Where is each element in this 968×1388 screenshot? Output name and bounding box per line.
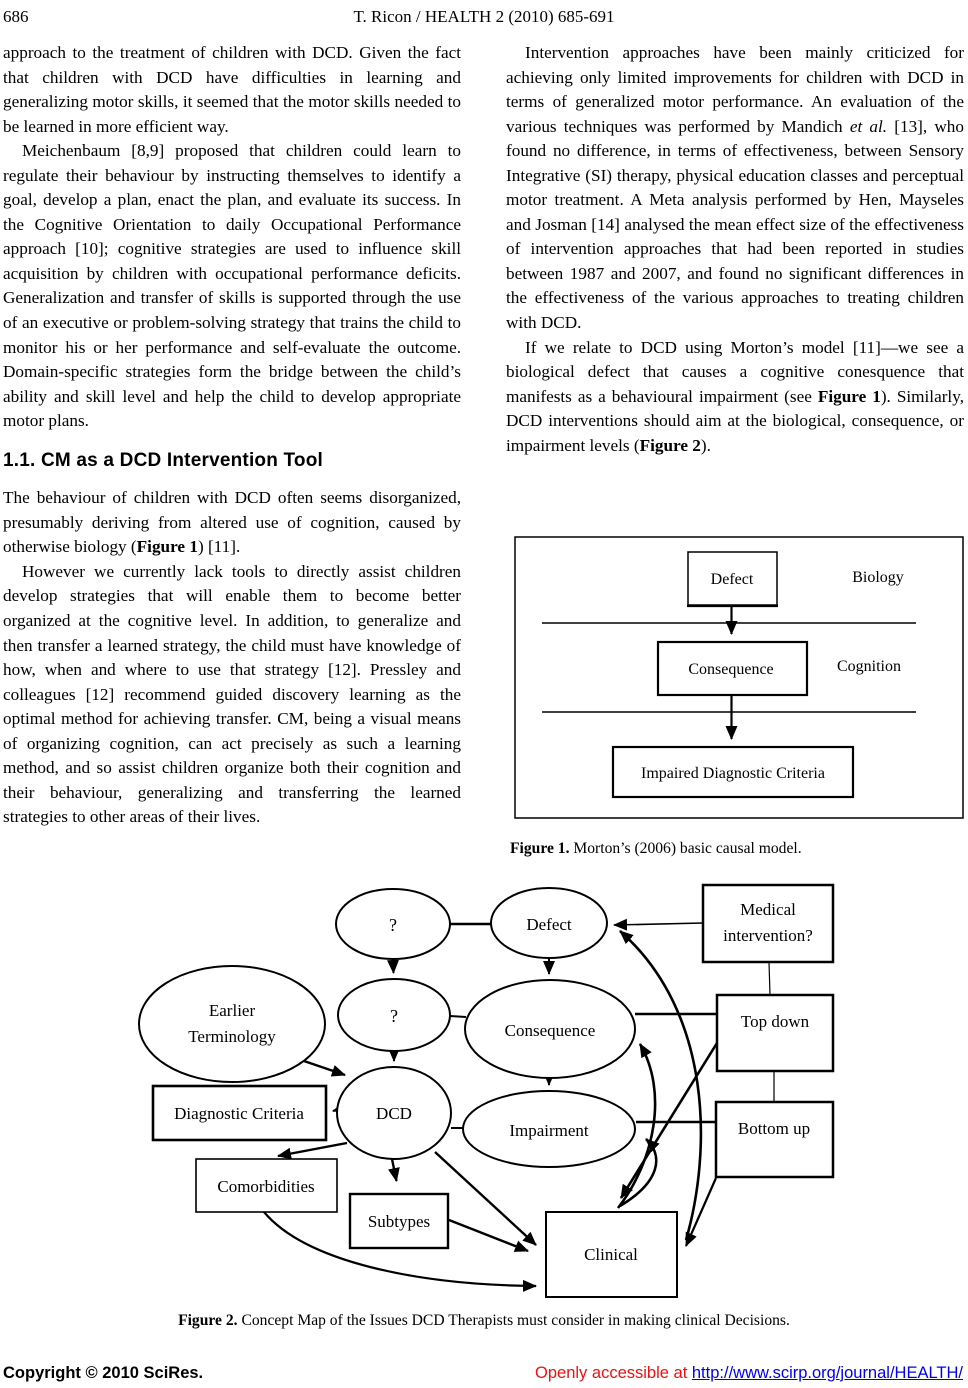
access-statement: Openly accessible at http://www.scirp.or…: [535, 1364, 963, 1383]
svg-text:?: ?: [389, 915, 397, 935]
svg-text:Consequence: Consequence: [505, 1021, 596, 1040]
edge-clinical-defect: [619, 930, 703, 1241]
edge-dcd-comorbidities: [277, 1141, 348, 1160]
text-run: ) [11].: [197, 537, 241, 557]
svg-text:Diagnostic Criteria: Diagnostic Criteria: [174, 1104, 304, 1123]
right-column: Intervention approaches have been mainly…: [506, 41, 964, 458]
fig1-node-impaired-diagnostic-criteria: Impaired Diagnostic Criteria: [611, 745, 855, 799]
text-run: However we currently lack tools to direc…: [3, 561, 461, 827]
figure2-caption-label: Figure 2.: [178, 1312, 238, 1329]
edge-dcd-subtypes: [388, 1158, 400, 1182]
svg-text:?: ?: [390, 1006, 398, 1026]
figure2-caption-text: Concept Map of the Issues DCD Therapists…: [237, 1312, 790, 1329]
fig2-node-consequence: Consequence: [464, 979, 636, 1079]
bold-text: Figure 1: [136, 537, 198, 557]
text-run: The behaviour of children with DCD often…: [3, 488, 461, 557]
edge-q1-q2: [387, 958, 400, 974]
paragraph: The behaviour of children with DCD often…: [3, 486, 461, 560]
svg-text:Defect: Defect: [526, 915, 572, 934]
figure1-caption-text: Morton’s (2006) basic causal model.: [569, 840, 802, 857]
edge-bottomup-clinical: [684, 1177, 718, 1247]
text-run: ).: [700, 435, 711, 455]
svg-text:Impairment: Impairment: [509, 1121, 589, 1140]
edge-medical-defect: [613, 918, 704, 931]
journal-url-link[interactable]: http://www.scirp.org/journal/HEALTH/: [691, 1364, 963, 1382]
text-run: If we relate to DCD using Morton’s model…: [506, 337, 964, 406]
copyright-notice: Copyright © 2010 SciRes.: [3, 1364, 204, 1382]
bold-text: Figure 2: [639, 435, 701, 455]
edge-clinical-consequence: [616, 1043, 657, 1209]
access-prefix: Openly accessible at: [535, 1364, 692, 1382]
fig1-outer-box: [514, 536, 964, 819]
svg-text:Comorbidities: Comorbidities: [217, 1177, 314, 1196]
text-run: Meichenbaum [8,9] proposed that children…: [3, 141, 461, 431]
edge-earlier-dcd: [300, 1058, 346, 1077]
edge-dcd-clinical: [434, 1151, 537, 1246]
svg-text:Clinical: Clinical: [584, 1245, 638, 1264]
edge-clinical-impairment: [619, 1138, 660, 1208]
fig2-node-comorbidities: Comorbidities: [195, 1158, 338, 1213]
svg-text:Top down: Top down: [741, 1012, 810, 1031]
fig2-node-diagnostic-criteria: Diagnostic Criteria: [151, 1084, 328, 1142]
svg-text:Impaired Diagnostic Criteria: Impaired Diagnostic Criteria: [641, 765, 825, 782]
fig2-node-q2: ?: [337, 978, 451, 1052]
fig1-node-consequence: Consequence: [656, 640, 809, 697]
text-run: [13], who found no difference, in terms …: [506, 116, 964, 333]
fig2-node-medical-intervention: Medical intervention?: [701, 883, 835, 964]
fig2-node-earlier-terminology: Earlier Terminology: [138, 965, 326, 1083]
paragraph: Intervention approaches have been mainly…: [506, 41, 964, 336]
page-header: 686 T. Ricon / HEALTH 2 (2010) 685-691: [0, 7, 968, 31]
fig2-node-bottom-up: Bottom up: [714, 1100, 835, 1179]
svg-text:Bottom up: Bottom up: [738, 1119, 810, 1138]
figure1-caption: Figure 1. Morton’s (2006) basic causal m…: [510, 840, 802, 858]
figure1-caption-label: Figure 1.: [510, 840, 570, 857]
left-column: approach to the treatment of children wi…: [3, 41, 461, 830]
figure2-concept-map: ? Defect Medical intervention? Earlier T…: [138, 883, 835, 1298]
fig1-label-cognition: Cognition: [837, 658, 901, 675]
edge-q2-consequence: [449, 1015, 467, 1018]
edge-topdown-clinical: [619, 1042, 719, 1199]
paragraph: If we relate to DCD using Morton’s model…: [506, 336, 964, 459]
paragraph: Meichenbaum [8,9] proposed that children…: [3, 139, 461, 434]
fig1-label-biology: Biology: [852, 569, 904, 586]
fig2-node-top-down: Top down: [715, 993, 835, 1073]
paragraph: approach to the treatment of children wi…: [3, 41, 461, 139]
svg-text:Terminology: Terminology: [188, 1027, 276, 1046]
fig1-node-defect: Defect: [687, 551, 778, 608]
fig2-node-defect: Defect: [490, 887, 608, 959]
page-number: 686: [3, 7, 29, 26]
paragraph: However we currently lack tools to direc…: [3, 560, 461, 830]
bold-text: Figure 1: [817, 386, 881, 406]
svg-text:Earlier: Earlier: [209, 1001, 256, 1020]
page-footer: Copyright © 2010 SciRes. Openly accessib…: [3, 1364, 963, 1386]
figure1-diagram: Defect Biology Consequence Cognition Imp…: [514, 536, 964, 819]
text-run: Intervention approaches have been mainly…: [506, 43, 964, 136]
svg-text:intervention?: intervention?: [723, 926, 813, 945]
text-run: approach to the treatment of children wi…: [3, 43, 461, 136]
svg-text:DCD: DCD: [376, 1104, 412, 1123]
fig2-node-dcd: DCD: [336, 1066, 452, 1160]
edge-medical-topdown: [768, 961, 771, 996]
svg-text:Subtypes: Subtypes: [368, 1212, 430, 1231]
fig2-node-clinical: Clinical: [545, 1211, 678, 1298]
running-head: T. Ricon / HEALTH 2 (2010) 685-691: [353, 7, 615, 26]
text-run: ). Similarly, DCD interventions should a…: [506, 386, 964, 455]
svg-text:Consequence: Consequence: [688, 661, 773, 678]
fig2-node-subtypes: Subtypes: [348, 1192, 450, 1250]
section-heading: 1.1. CM as a DCD Intervention Tool: [3, 449, 323, 471]
fig2-edges: [263, 918, 775, 1292]
italic-text: et al.: [849, 116, 888, 136]
edge-subtypes-clinical: [448, 1218, 529, 1253]
edge-comorbidities-clinical: [263, 1211, 537, 1292]
fig2-node-impairment: Impairment: [462, 1090, 636, 1168]
svg-text:Medical: Medical: [740, 900, 796, 919]
svg-text:Defect: Defect: [711, 571, 754, 588]
figure2-caption: Figure 2. Concept Map of the Issues DCD …: [0, 1312, 968, 1330]
fig2-node-q1: ?: [335, 888, 451, 960]
